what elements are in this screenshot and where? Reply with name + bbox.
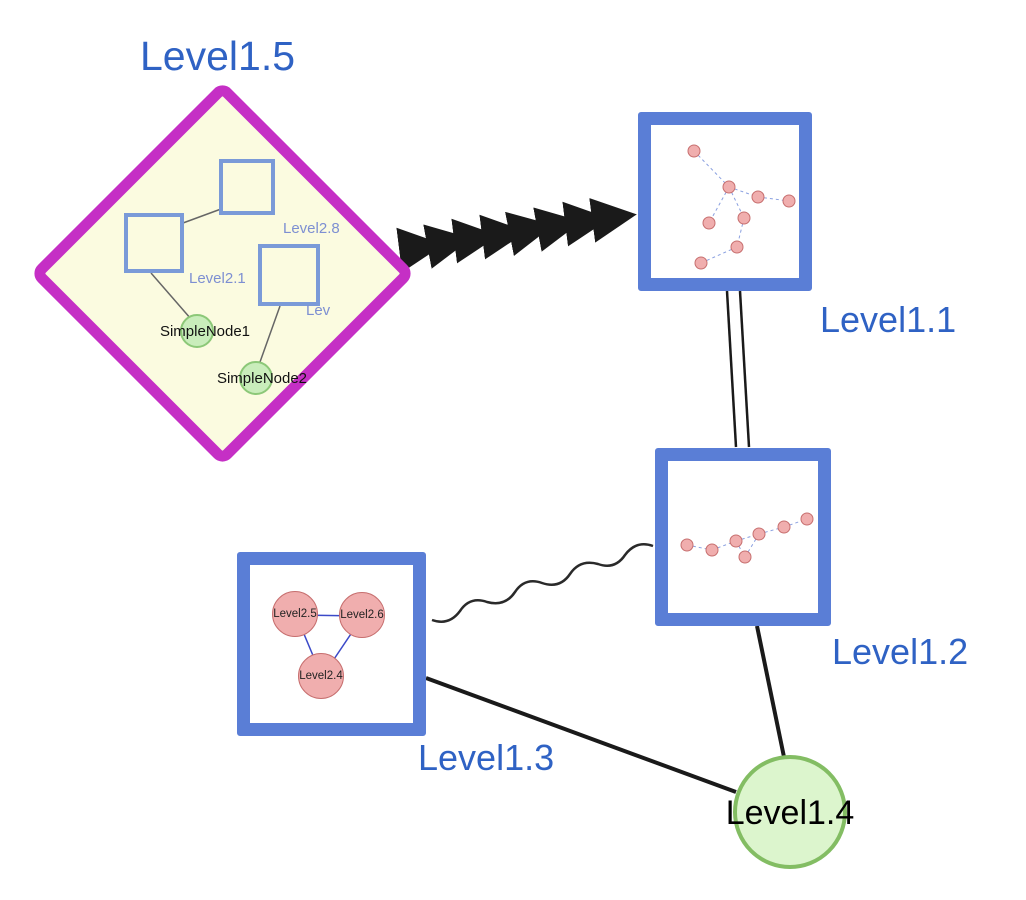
edge-level12-level14 <box>755 625 786 758</box>
edge-level15-level11-arrow-chain <box>396 198 637 273</box>
label-level2-lev: Lev <box>306 302 331 319</box>
label-level1-2: Level1.2 <box>832 631 969 672</box>
label-level1-1: Level1.1 <box>820 299 957 340</box>
node-simplenode1[interactable] <box>180 314 214 348</box>
node-simplenode2[interactable] <box>239 361 273 395</box>
label-level2-8: Level2.8 <box>283 220 340 237</box>
label-simplenode1: SimpleNode1 <box>159 323 251 340</box>
edge-level11-level12-double <box>725 290 751 448</box>
node-level1-4[interactable] <box>733 755 847 869</box>
node-level2-5[interactable]: Level2.5 <box>272 591 318 637</box>
label-level1-5: Level1.5 <box>140 33 296 79</box>
label-level2-1: Level2.1 <box>189 270 246 287</box>
node-level1-3[interactable]: Level2.5 Level2.6 Level2.4 <box>237 552 426 736</box>
node-level2-1[interactable] <box>124 213 184 273</box>
node-level2-8[interactable] <box>219 159 275 215</box>
label-level1-4: Level1.4 <box>725 794 855 832</box>
node-level2-6[interactable]: Level2.6 <box>339 592 385 638</box>
node-level1-2[interactable] <box>655 448 831 626</box>
node-level1-1[interactable] <box>638 112 812 291</box>
node-level2-4[interactable]: Level2.4 <box>298 653 344 699</box>
node-level2-lev[interactable] <box>258 244 320 306</box>
label-level1-3: Level1.3 <box>418 737 555 778</box>
label-simplenode2: SimpleNode2 <box>216 370 308 387</box>
level13-inner-edge-layer <box>295 614 364 678</box>
edge-level13-level12-wavy <box>431 543 654 623</box>
